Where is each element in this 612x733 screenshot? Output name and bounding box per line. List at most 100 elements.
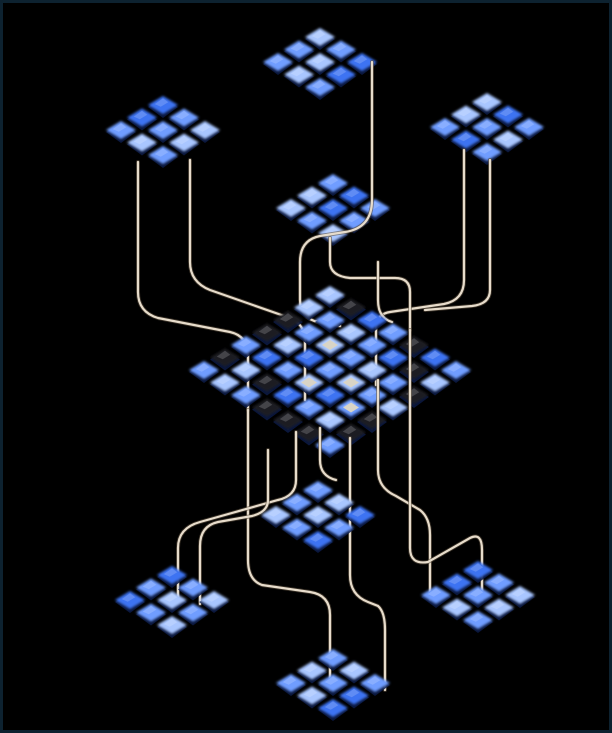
board-tile	[378, 399, 408, 421]
board-tile	[231, 386, 261, 408]
upper-left-cluster-tile	[127, 134, 157, 156]
top-cluster-tile	[305, 78, 335, 100]
back-tiles-layer	[106, 28, 544, 246]
dark-board-tile	[252, 324, 282, 346]
lower-left-cluster-tile	[178, 604, 208, 626]
central-board-layer	[189, 286, 471, 458]
bottom-cluster-tile	[276, 674, 306, 696]
upper-right-cluster-tile	[472, 118, 502, 140]
upper-right-cluster	[430, 93, 544, 165]
upper-right-cluster-tile	[430, 118, 460, 140]
lower-left-cluster	[115, 566, 229, 638]
lower-left-cluster-tile	[199, 591, 229, 613]
lower-center-cluster-tile	[303, 481, 333, 503]
board-tile	[378, 374, 408, 396]
top-cluster-tile	[305, 28, 335, 50]
bottom-cluster-tile	[339, 687, 369, 709]
dark-board-tile	[252, 399, 282, 421]
board-tile	[210, 374, 240, 396]
lower-center-cluster-tile	[303, 531, 333, 553]
board-tile	[420, 349, 450, 371]
bottom-cluster-tile	[318, 649, 348, 671]
upper-right-cluster-tile	[451, 106, 481, 128]
upper-right-cluster-tile	[493, 106, 523, 128]
lower-right-cluster-tile	[421, 586, 451, 608]
upper-center-cluster-tile	[318, 174, 348, 196]
lower-right-cluster-tile	[442, 574, 472, 596]
lower-left-cluster-tile	[115, 591, 145, 613]
lower-left-cluster-tile	[157, 566, 187, 588]
board-tile	[378, 324, 408, 346]
top-cluster	[263, 28, 377, 100]
bottom-cluster-tile	[297, 687, 327, 709]
upper-left-cluster-tile	[148, 121, 178, 143]
board-tile	[315, 311, 345, 333]
wire-upper-right-b	[425, 160, 490, 310]
board-tile	[273, 361, 303, 383]
board-tile	[231, 361, 261, 383]
lower-right-cluster-tile	[463, 611, 493, 633]
upper-right-cluster-tile	[493, 131, 523, 153]
board-tile	[357, 361, 387, 383]
upper-left-cluster-tile	[169, 109, 199, 131]
upper-right-cluster-tile	[514, 118, 544, 140]
board-tile	[378, 349, 408, 371]
upper-center-cluster-tile	[297, 187, 327, 209]
board-tile	[357, 336, 387, 358]
lower-right-cluster-tile	[442, 599, 472, 621]
bottom-cluster-tile	[339, 662, 369, 684]
board-tile	[231, 336, 261, 358]
lower-left-cluster-tile	[136, 579, 166, 601]
top-cluster-tile	[263, 53, 293, 75]
board-tile	[273, 386, 303, 408]
board-tile	[357, 386, 387, 408]
dark-board-tile	[399, 386, 429, 408]
board-tile	[252, 349, 282, 371]
lower-center-cluster	[261, 481, 375, 553]
lower-right-cluster	[421, 561, 535, 633]
upper-center-cluster-tile	[360, 199, 390, 221]
dark-board-tile	[336, 299, 366, 321]
dark-board-tile	[399, 361, 429, 383]
top-cluster-tile	[326, 41, 356, 63]
top-cluster-tile	[284, 66, 314, 88]
upper-left-cluster-tile	[148, 146, 178, 168]
board-tile	[315, 386, 345, 408]
board-tile	[441, 361, 471, 383]
lower-right-cluster-tile	[463, 561, 493, 583]
bottom-cluster	[276, 649, 390, 721]
upper-left-cluster-tile	[106, 121, 136, 143]
upper-right-cluster-tile	[472, 143, 502, 165]
upper-left-cluster-tile	[127, 109, 157, 131]
board-tile	[273, 336, 303, 358]
board-tile	[336, 349, 366, 371]
dark-board-tile	[399, 336, 429, 358]
bottom-cluster-tile	[318, 674, 348, 696]
dark-board-tile	[357, 411, 387, 433]
lower-right-cluster-tile	[463, 586, 493, 608]
lower-center-cluster-tile	[282, 519, 312, 541]
lower-left-cluster-tile	[157, 616, 187, 638]
dark-board-tile	[252, 374, 282, 396]
board-tile	[294, 399, 324, 421]
top-cluster-tile	[305, 53, 335, 75]
central-board	[189, 286, 471, 458]
dark-board-tile	[273, 411, 303, 433]
lower-right-cluster-tile	[484, 574, 514, 596]
board-tile	[315, 286, 345, 308]
board-tile	[189, 361, 219, 383]
lower-center-cluster-tile	[303, 506, 333, 528]
lower-left-cluster-tile	[136, 604, 166, 626]
bottom-cluster-tile	[318, 699, 348, 721]
board-tile	[294, 349, 324, 371]
board-tile	[315, 361, 345, 383]
lower-left-cluster-tile	[178, 579, 208, 601]
board-tile	[294, 324, 324, 346]
upper-left-cluster-tile	[148, 96, 178, 118]
upper-left-cluster	[106, 96, 220, 168]
upper-right-cluster-tile	[472, 93, 502, 115]
upper-center-cluster-tile	[339, 187, 369, 209]
upper-center-cluster-tile	[318, 199, 348, 221]
